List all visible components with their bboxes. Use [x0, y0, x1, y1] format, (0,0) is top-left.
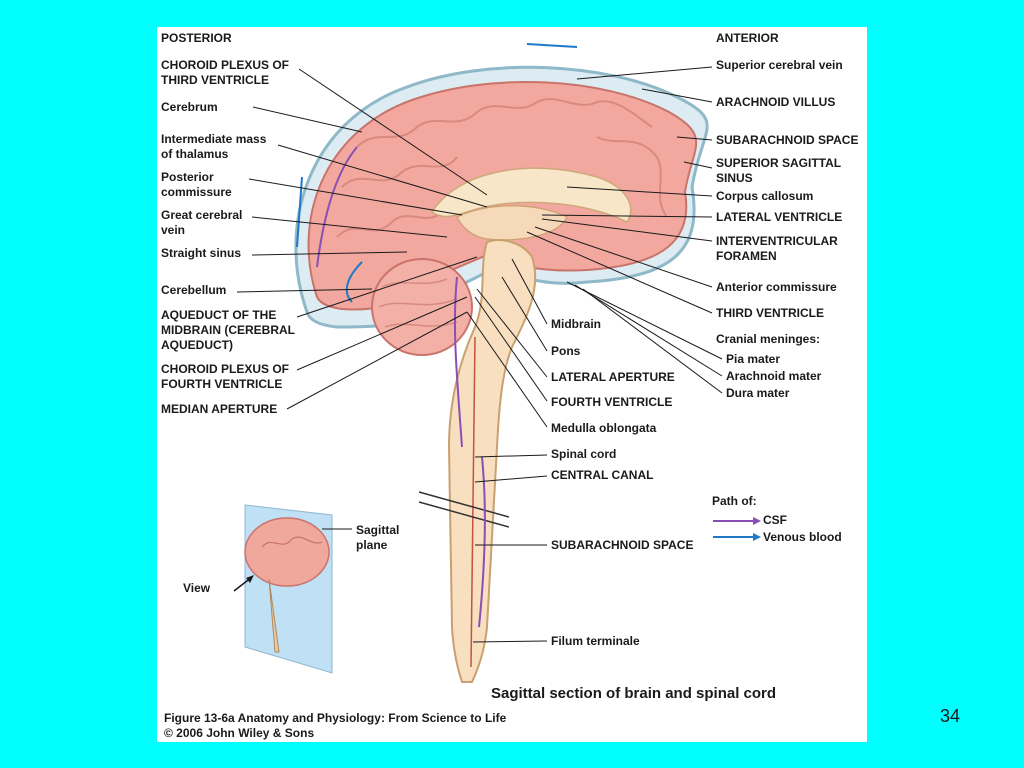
label-anterior-commissure: Anterior commissure	[716, 280, 837, 294]
label-pons: Pons	[551, 344, 581, 358]
label-great-cerebral-vein: Great cerebral vein	[161, 208, 243, 237]
legend-venous-label: Venous blood	[763, 530, 842, 544]
label-corpus-callosum: Corpus callosum	[716, 189, 814, 203]
figure-copyright: © 2006 John Wiley & Sons	[164, 726, 315, 740]
figure-title: Sagittal section of brain and spinal cor…	[491, 685, 777, 702]
label-dura-mater: Dura mater	[726, 386, 790, 400]
label-midbrain: Midbrain	[551, 317, 601, 331]
cerebral-gyri	[336, 98, 668, 238]
label-cerebral-aqueduct: AQUEDUCT OF THE MIDBRAIN (CEREBRAL AQUED…	[161, 308, 295, 352]
legend-csf-label: CSF	[763, 513, 787, 527]
cerebellum-folia	[378, 278, 458, 328]
inset-spinal-cord	[268, 578, 280, 653]
cord-cut-line-2	[418, 501, 510, 528]
label-spinal-cord: Spinal cord	[551, 447, 617, 461]
figure-panel: POSTERIOR ANTERIOR CHOROID PLEXUS OF THI…	[157, 27, 867, 742]
right-leader-lines	[466, 66, 723, 643]
label-cerebellum: Cerebellum	[161, 283, 227, 297]
slide-number: 34	[940, 706, 961, 726]
label-third-ventricle: THIRD VENTRICLE	[716, 306, 824, 320]
corpus-callosum-shape	[430, 167, 632, 223]
label-filum-terminale: Filum terminale	[551, 634, 640, 648]
cerebellum-shape	[371, 258, 473, 356]
label-lateral-ventricle: LATERAL VENTRICLE	[716, 210, 843, 224]
brain-diagram-illustration	[233, 43, 761, 683]
label-subarachnoid-space-top: SUBARACHNOID SPACE	[716, 133, 859, 147]
label-subarachnoid-space-cord: SUBARACHNOID SPACE	[551, 538, 694, 552]
label-fourth-ventricle: FOURTH VENTRICLE	[551, 395, 673, 409]
inset-brain	[244, 517, 330, 587]
label-choroid-plexus-third: CHOROID PLEXUS OF THIRD VENTRICLE	[161, 58, 290, 87]
legend-title: Path of:	[712, 494, 757, 508]
left-leader-lines	[236, 68, 488, 410]
label-choroid-plexus-fourth: CHOROID PLEXUS OF FOURTH VENTRICLE	[161, 362, 290, 391]
label-sagittal-plane: Sagittal plane	[356, 523, 400, 552]
label-arachnoid-mater: Arachnoid mater	[726, 369, 822, 383]
posterior-header: POSTERIOR	[161, 31, 232, 45]
label-median-aperture: MEDIAN APERTURE	[161, 402, 278, 416]
label-straight-sinus: Straight sinus	[161, 246, 242, 260]
legend-venous-arrowhead	[753, 533, 761, 541]
label-interventricular-foramen: INTERVENTRICULAR FORAMEN	[716, 234, 838, 263]
legend-csf-arrowhead	[753, 517, 761, 525]
central-canal-line	[470, 336, 476, 668]
label-intermediate-mass: Intermediate mass of thalamus	[161, 132, 267, 161]
label-arachnoid-villus: ARACHNOID VILLUS	[716, 95, 836, 109]
figure-caption: Figure 13-6a Anatomy and Physiology: Fro…	[164, 711, 507, 725]
cord-cut-line-1	[418, 491, 510, 518]
anterior-header: ANTERIOR	[716, 31, 779, 45]
label-superior-cerebral-vein: Superior cerebral vein	[716, 58, 843, 72]
meninges-title: Cranial meninges:	[716, 332, 821, 346]
label-superior-sagittal-sinus: SUPERIOR SAGITTAL SINUS	[716, 156, 842, 185]
brainstem-spinal-cord	[447, 239, 537, 683]
label-pia-mater: Pia mater	[726, 352, 781, 366]
label-cerebrum: Cerebrum	[161, 100, 218, 114]
view-arrowhead	[246, 575, 254, 583]
label-view: View	[183, 581, 211, 595]
label-medulla-oblongata: Medulla oblongata	[551, 421, 657, 435]
label-lateral-aperture: LATERAL APERTURE	[551, 370, 675, 384]
inset-brain-gyri	[261, 536, 323, 548]
label-central-canal: CENTRAL CANAL	[551, 468, 654, 482]
thalamus-shape	[456, 205, 568, 241]
label-posterior-commissure: Posterior commissure	[161, 170, 232, 199]
